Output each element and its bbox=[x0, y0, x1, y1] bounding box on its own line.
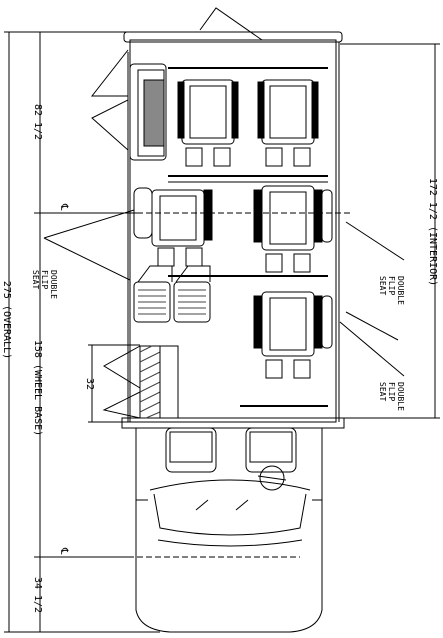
callout-right-lower-line1: DOUBLE bbox=[396, 382, 405, 411]
callout-right-lower-line3: SEAT bbox=[378, 382, 387, 402]
dimension-front-section: 82 1/2 bbox=[32, 104, 43, 140]
seat-row3-left-flip bbox=[133, 265, 211, 323]
dimension-rear-overhang: 34 1/2 bbox=[32, 577, 43, 613]
callout-left-double-flip-seat: DOUBLE FLIP SEAT bbox=[31, 270, 58, 330]
rear-door-flaps bbox=[90, 7, 263, 151]
seat-row1-right bbox=[257, 79, 319, 167]
seat-row3-right bbox=[253, 291, 333, 379]
centerline-axles bbox=[56, 212, 350, 558]
dimension-wheel-base: 158 (WHEEL BASE) bbox=[32, 340, 43, 436]
dimension-overall: 275 (OVERALL) bbox=[1, 281, 12, 359]
callout-right-lower-line2: FLIP bbox=[387, 382, 396, 402]
centerline-mark-front-axle: ℄ bbox=[58, 203, 69, 211]
callout-right-upper-double-flip-seat: DOUBLE FLIP SEAT bbox=[378, 276, 405, 336]
callout-right-upper-line3: SEAT bbox=[378, 276, 387, 296]
callout-left-line3: SEAT bbox=[31, 270, 40, 290]
callout-right-upper-line1: DOUBLE bbox=[396, 276, 405, 305]
callout-right-lower-double-flip-seat: DOUBLE FLIP SEAT bbox=[378, 382, 405, 442]
left-dimension-lines bbox=[4, 31, 160, 633]
seat-row2-right bbox=[253, 185, 333, 273]
callout-right-upper-line2: FLIP bbox=[387, 276, 396, 296]
seat-row2-left bbox=[133, 187, 213, 267]
callout-leaders bbox=[43, 209, 405, 377]
dimension-interior: 172 1/2 (INTERIOR) bbox=[427, 178, 438, 286]
cab bbox=[135, 427, 323, 633]
callout-left-line1: DOUBLE bbox=[49, 270, 58, 299]
bus-body bbox=[121, 31, 345, 429]
centerline-mark-rear-axle: ℄ bbox=[58, 547, 69, 555]
callout-left-line2: FLIP bbox=[40, 270, 49, 290]
right-dimension-lines bbox=[340, 43, 440, 419]
seat-row1-left bbox=[177, 79, 239, 167]
rear-bench bbox=[129, 63, 167, 161]
dimension-door-width: 32 bbox=[84, 378, 95, 390]
entry-door bbox=[102, 345, 179, 419]
